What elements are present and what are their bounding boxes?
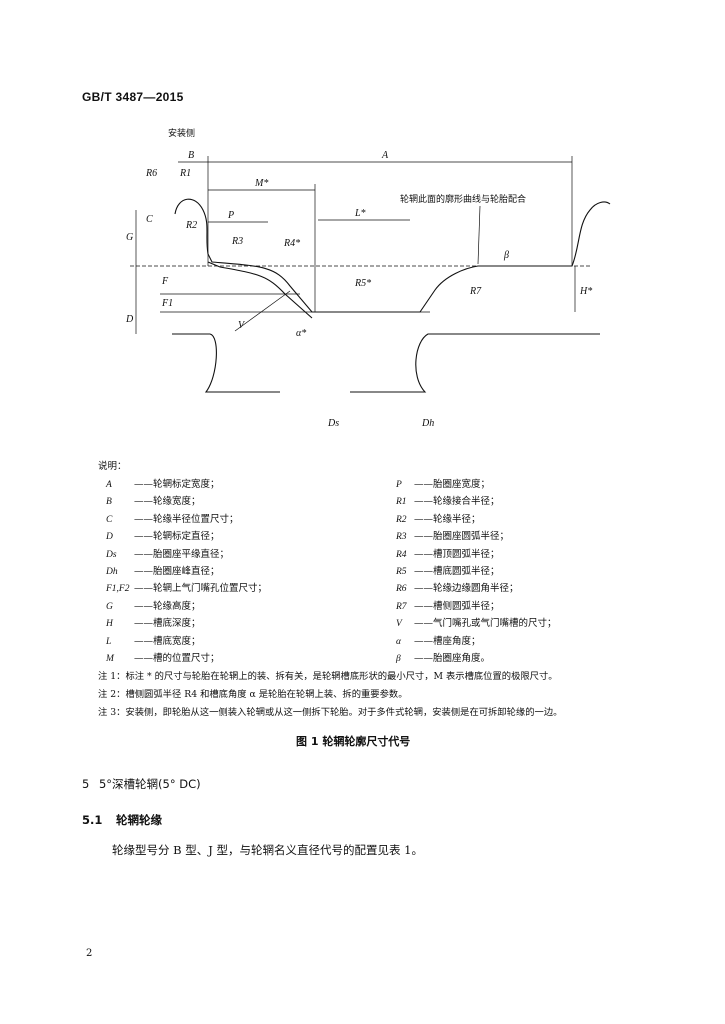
section-title: 轮辋轮缘 [116,813,163,827]
note-1: 注 1：标注 * 的尺寸与轮胎在轮辋上的装、拆有关，是轮辋槽底形状的最小尺寸，M… [98,671,558,682]
label-alpha: α* [296,328,306,339]
label-mount-side: 安装侧 [168,127,195,139]
rim-profile-outline [174,198,611,313]
label-Dh: Dh [421,418,434,429]
section-number: 5 [82,777,90,791]
dim-line-V [234,290,291,332]
callout-leader [477,205,481,265]
legend-item: R5——槽底圆弧半径； [396,565,500,577]
page-number: 2 [86,948,93,959]
legend-item: R4——槽顶圆弧半径； [396,548,500,560]
legend-left-column: A——轮辋标定宽度； B——轮缘宽度； C——轮缘半径位置尺寸； D——轮辋标定… [106,476,267,667]
label-R1: R1 [179,168,191,179]
label-A: A [381,150,389,161]
hub-lower-right [350,333,600,393]
rim-profile-figure: 安装侧 B A M* P L* R6 R1 R2 R3 R4* R5* R7 C… [125,127,611,429]
legend-item: C——轮缘半径位置尺寸； [106,513,239,525]
legend-item: Ds——胎圈座平缘直径； [106,548,230,560]
legend-item: β——胎圈座角度。 [396,652,491,664]
legend-title: 说明： [98,461,127,472]
label-P: P [227,210,234,221]
label-V: V [238,320,246,331]
label-F: F [161,276,169,287]
legend-item: D——轮辋标定直径； [106,531,220,543]
legend-item: A——轮辋标定宽度； [106,479,220,490]
label-H: H* [579,286,592,297]
legend-item: P——胎圈座宽度； [396,479,491,490]
figure-caption: 图 1 轮辋轮廓尺寸代号 [296,735,411,748]
label-Ds: Ds [327,418,339,429]
label-beta: β [503,250,509,261]
legend-item: L——槽底宽度； [106,635,201,647]
label-M: M* [254,178,268,189]
legend-item: Dh——胎圈座峰直径； [106,565,220,577]
label-R7: R7 [469,286,482,297]
rim-inner-line [207,261,313,319]
note-2: 注 2：槽侧圆弧半径 R4 和槽底角度 α 是轮胎在轮辋上装、拆的重要参数。 [98,689,408,700]
label-R2: R2 [185,220,197,231]
legend-item: R2——轮缘半径； [396,513,481,525]
callout-profile-fit: 轮辋此面的廓形曲线与轮胎配合 [400,193,526,205]
legend-item: R3——胎圈座圆弧半径； [396,531,510,543]
section-number: 5.1 [82,813,103,827]
legend-item: R1——轮缘接合半径； [396,496,500,508]
note-3: 注 3：安装侧，即轮胎从这一侧装入轮辋或从这一侧拆下轮胎。对于多件式轮辋，安装侧… [98,707,563,718]
label-R4: R4* [283,238,300,249]
label-R5: R5* [354,278,371,289]
section-5-1-heading: 5.1 轮辋轮缘 [82,812,162,828]
legend-item: H——槽底深度； [106,618,201,630]
legend-item: G——轮缘高度； [106,600,201,612]
legend-item: F1,F2——轮辋上气门嘴孔位置尺寸； [106,583,268,595]
legend-item: α——槽座角度； [396,635,481,647]
label-R6: R6 [145,168,157,179]
legend-item: V——气门嘴孔或气门嘴槽的尺寸； [396,618,557,630]
legend-item: R6——轮缘边缘圆角半径； [396,583,519,595]
body-paragraph: 轮缘型号分 B 型、J 型，与轮辋名义直径代号的配置见表 1。 [112,843,423,857]
label-L: L* [354,208,366,219]
label-G: G [126,232,133,243]
label-B: B [188,150,194,161]
label-R3: R3 [231,236,243,247]
standard-header: GB/T 3487—2015 [82,90,184,104]
legend-right-column: P——胎圈座宽度； R1——轮缘接合半径； R2——轮缘半径； R3——胎圈座圆… [396,476,557,667]
label-D: D [125,314,134,325]
legend-item: B——轮缘宽度； [106,496,201,508]
legend-item: M——槽的位置尺寸； [106,652,220,664]
legend-item: R7——槽侧圆弧半径； [396,600,500,612]
label-C: C [146,214,153,225]
label-F1: F1 [161,298,173,309]
hub-lower-left [172,333,280,393]
section-5-heading: 5 5°深槽轮辋(5° DC) [82,776,201,792]
section-title: 5°深槽轮辋(5° DC) [98,777,201,791]
